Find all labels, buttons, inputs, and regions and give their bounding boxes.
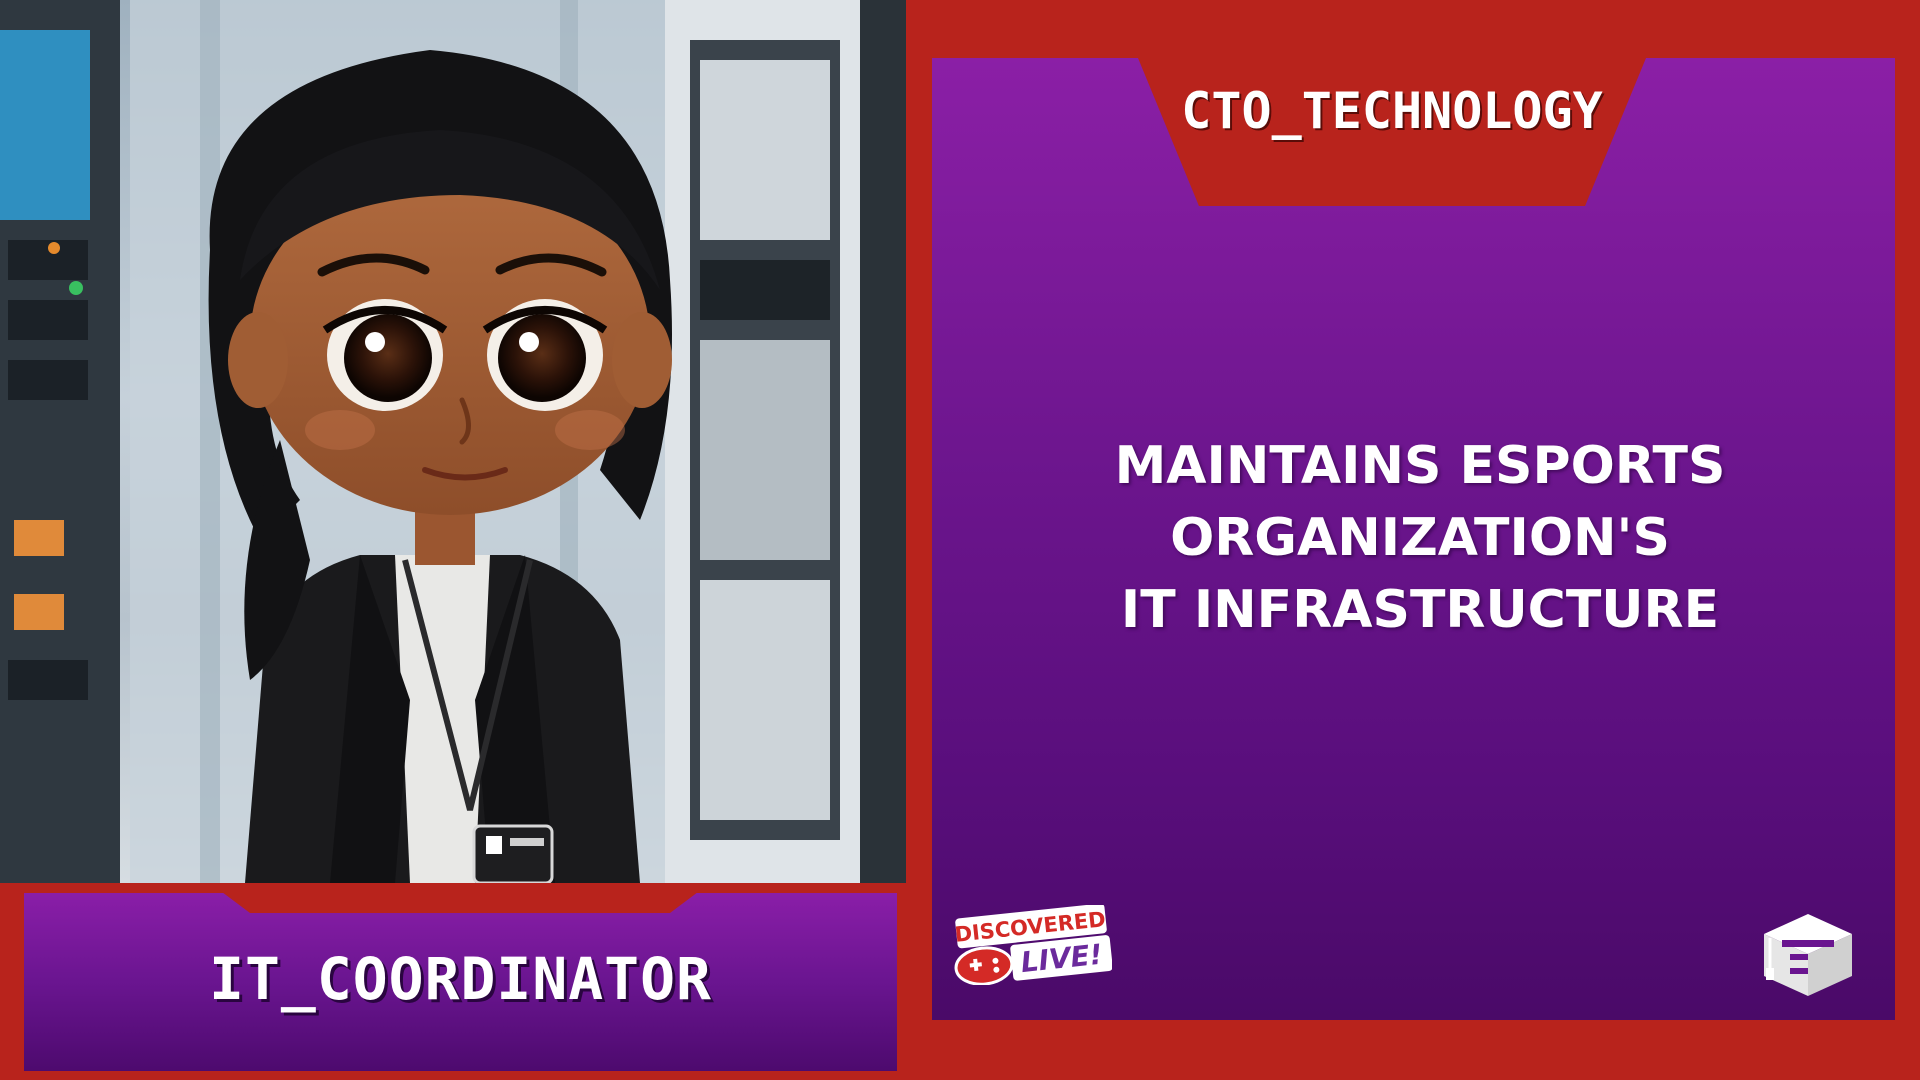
description-line-1: MAINTAINS ESPORTS [1114,436,1726,496]
description-line-3: IT INFRASTRUCTURE [1120,580,1720,640]
graduation-cap-cube-icon [1764,914,1852,996]
description-line-2: ORGANIZATION'S [1170,508,1670,568]
role-description: MAINTAINS ESPORTS ORGANIZATION'S IT INFR… [990,430,1850,646]
department-label: CTO_TECHNOLOGY [1181,82,1603,140]
portrait-illustration [0,0,906,883]
description-panel [932,58,1895,1020]
discovered-live-logo: DISCOVERED LIVE! [953,905,1112,985]
character-portrait [0,0,906,883]
role-title: IT_COORDINATOR [209,945,712,1013]
department-tab [1138,58,1646,206]
role-title-plate [24,893,897,1071]
role-title-plate-tab [210,883,710,913]
